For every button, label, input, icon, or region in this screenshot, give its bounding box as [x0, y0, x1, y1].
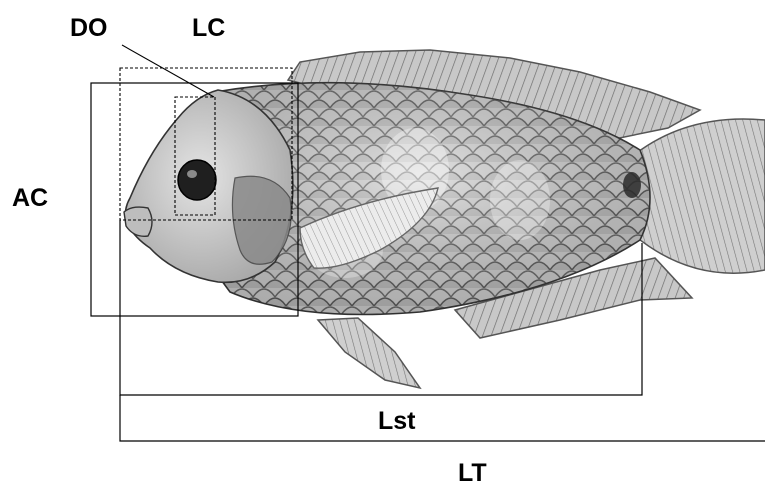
tail-spot: [623, 172, 641, 198]
pelvic-fin: [318, 318, 420, 388]
label-do: DO: [70, 14, 108, 42]
label-lc: LC: [192, 14, 225, 42]
label-lt: LT: [458, 459, 487, 487]
label-lst: Lst: [378, 407, 416, 435]
eye: [178, 160, 216, 200]
lt-bracket: [120, 395, 765, 441]
fish-illustration: [124, 50, 765, 388]
do-leader-line: [122, 45, 214, 97]
mouth: [124, 207, 152, 236]
label-ac: AC: [12, 184, 48, 212]
